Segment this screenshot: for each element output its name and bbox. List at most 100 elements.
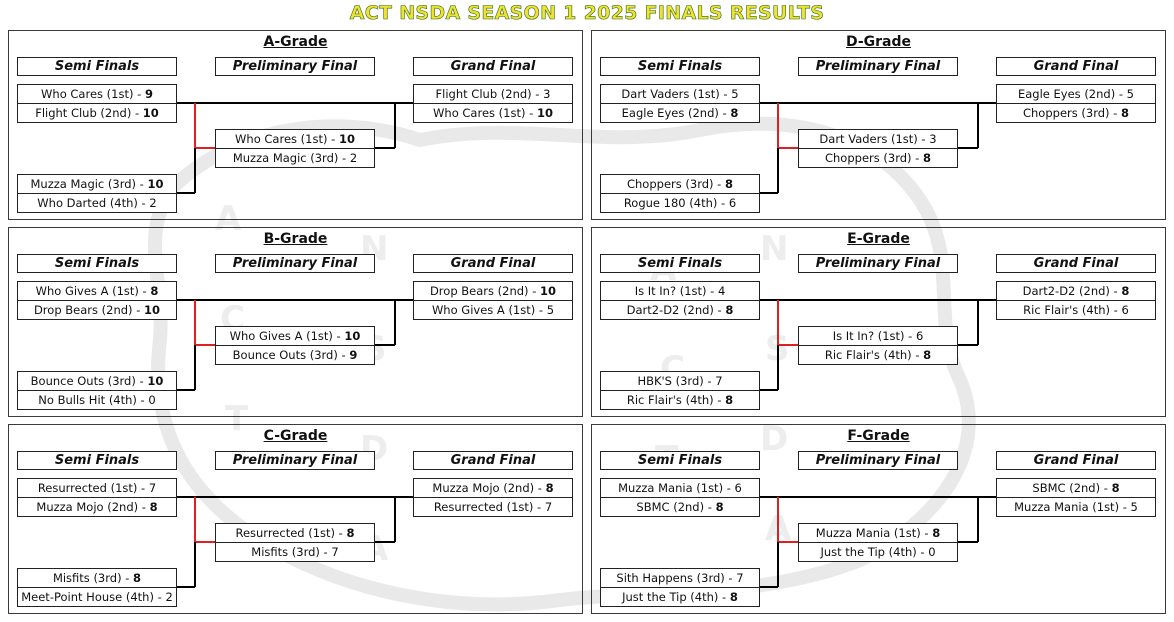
team-name: Bounce Outs (3rd) <box>30 374 136 388</box>
team-name: Dart2-D2 (2nd) <box>626 303 714 317</box>
team-score: 5 <box>731 87 739 101</box>
team-name: Resurrected (1st) <box>433 500 534 514</box>
score-separator: - <box>713 393 726 407</box>
team-score: 7 <box>736 571 744 585</box>
score-separator: - <box>327 132 339 146</box>
prelim-team-cell: Just the Tip (4th) - 0 <box>798 542 958 562</box>
grand-team-cell: Ric Flair's (4th) - 6 <box>996 300 1156 320</box>
team-score: 2 <box>149 196 157 210</box>
semi-team-cell: Dart2-D2 (2nd) - 8 <box>600 300 760 320</box>
team-name: Is It In? (1st) <box>634 284 707 298</box>
team-score: 8 <box>149 500 158 514</box>
score-separator: - <box>332 329 345 343</box>
bracket-connectors <box>177 496 413 588</box>
score-separator: - <box>717 196 729 210</box>
team-name: No Bulls Hit (4th) <box>38 393 137 407</box>
bracket-connectors <box>760 496 996 588</box>
team-score: 6 <box>1121 303 1129 317</box>
semi-header: Semi Finals <box>17 451 177 470</box>
team-name: Choppers (3rd) <box>824 151 912 165</box>
prelim-team-cell: Muzza Mania (1st) - 8 <box>798 523 958 543</box>
team-name: Bounce Outs (3rd) <box>232 348 338 362</box>
team-score: 4 <box>717 284 726 298</box>
team-score: 5 <box>546 303 555 317</box>
team-score: 10 <box>142 106 159 120</box>
score-separator: - <box>153 590 166 604</box>
team-name: Dart2-D2 (2nd) <box>1022 284 1110 298</box>
team-score: 8 <box>725 393 734 407</box>
svg-text:D: D <box>760 419 788 459</box>
team-name: Eagle Eyes (2nd) <box>1017 87 1116 101</box>
score-separator: - <box>136 393 149 407</box>
score-separator: - <box>135 374 148 388</box>
semi-header: Semi Finals <box>17 254 177 273</box>
grand-team-cell: Muzza Mojo (2nd) - 8 <box>413 478 573 498</box>
team-name: Who Gives A (1st) <box>229 329 333 343</box>
prelim-team-cell: Resurrected (1st) - 8 <box>215 523 375 543</box>
score-separator: - <box>920 526 933 540</box>
prelim-header: Preliminary Final <box>215 254 375 273</box>
score-separator: - <box>1109 284 1122 298</box>
semi-team-cell: Misfits (3rd) - 8 <box>17 568 177 588</box>
score-separator: - <box>121 571 134 585</box>
score-separator: - <box>337 348 350 362</box>
semi-team-cell: Bounce Outs (3rd) - 10 <box>17 371 177 391</box>
grand-team-cell: Dart2-D2 (2nd) - 8 <box>996 281 1156 301</box>
semi-team-cell: Ric Flair's (4th) - 8 <box>600 390 760 410</box>
team-score: 0 <box>928 545 936 559</box>
score-separator: - <box>917 132 930 146</box>
prelim-header: Preliminary Final <box>215 451 375 470</box>
team-score: 8 <box>1111 481 1120 495</box>
semi-team-cell: Muzza Magic (3rd) - 10 <box>17 174 177 194</box>
svg-text:N: N <box>760 229 788 269</box>
team-score: 8 <box>133 571 142 585</box>
score-separator: - <box>713 177 725 191</box>
team-name: Rogue 180 (4th) <box>623 196 718 210</box>
semi-team-cell: Flight Club (2nd) - 10 <box>17 103 177 123</box>
prelim-header: Preliminary Final <box>215 57 375 76</box>
grand-header: Grand Final <box>996 451 1156 470</box>
team-name: Misfits (3rd) <box>251 545 320 559</box>
team-score: 10 <box>144 303 161 317</box>
prelim-header: Preliminary Final <box>798 451 958 470</box>
team-score: 10 <box>147 177 164 191</box>
team-name: Eagle Eyes (2nd) <box>621 106 719 120</box>
semi-team-cell: Who Darted (4th) - 2 <box>17 193 177 213</box>
team-name: Meet-Point House (4th) <box>21 590 154 604</box>
semi-header: Semi Finals <box>600 254 760 273</box>
score-separator: - <box>724 571 737 585</box>
team-name: Who Cares (1st) <box>433 106 526 120</box>
team-score: 7 <box>715 374 723 388</box>
score-separator: - <box>132 303 145 317</box>
score-separator: - <box>916 545 929 559</box>
score-separator: - <box>904 329 916 343</box>
team-score: 6 <box>728 196 737 210</box>
prelim-header: Preliminary Final <box>798 254 958 273</box>
bracket-connectors <box>760 102 996 194</box>
score-separator: - <box>137 481 149 495</box>
team-name: Ric Flair's (4th) <box>1023 303 1111 317</box>
team-name: Drop Bears (2nd) <box>429 284 529 298</box>
prelim-header: Preliminary Final <box>798 57 958 76</box>
grand-team-cell: SBMC (2nd) - 8 <box>996 478 1156 498</box>
grand-team-cell: Resurrected (1st) - 7 <box>413 497 573 517</box>
bracket-connectors <box>177 102 413 194</box>
team-score: 10 <box>338 132 355 146</box>
team-name: Resurrected (1st) <box>37 481 138 495</box>
score-separator: - <box>525 106 537 120</box>
team-score: 8 <box>725 303 734 317</box>
grade-title: A-Grade <box>263 34 328 50</box>
team-name: Just the Tip (4th) <box>622 590 719 604</box>
team-score: 9 <box>349 348 358 362</box>
team-score: 8 <box>1121 284 1130 298</box>
team-score: 8 <box>150 284 159 298</box>
score-separator: - <box>719 87 732 101</box>
team-name: Muzza Mania (1st) <box>815 526 921 540</box>
score-separator: - <box>713 303 726 317</box>
team-name: Who Cares (1st) <box>235 132 328 146</box>
bracket-connectors <box>760 299 996 391</box>
score-separator: - <box>1110 303 1122 317</box>
